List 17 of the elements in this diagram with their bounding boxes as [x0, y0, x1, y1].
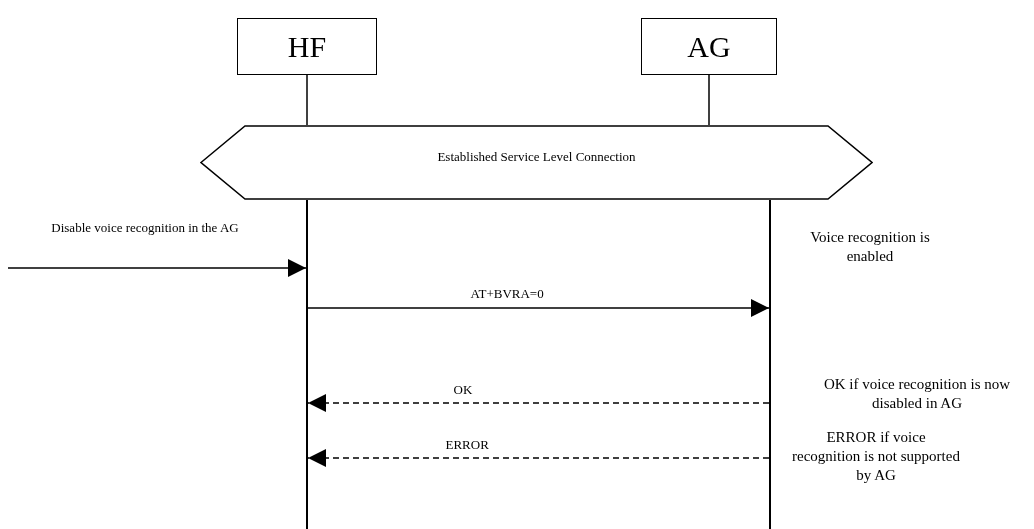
- lifeline: [769, 200, 771, 529]
- arrow: [307, 299, 770, 317]
- participant-name: AG: [687, 29, 731, 64]
- participant-name: HF: [287, 29, 327, 64]
- lifeline: [306, 200, 308, 529]
- arrow: [307, 394, 770, 412]
- hexagon-band: [200, 125, 873, 200]
- note-text: ERROR if voice recognition is not supported by AG: [791, 428, 961, 485]
- connector-line: [306, 74, 308, 126]
- note-text: Voice recognition is enabled: [809, 228, 931, 266]
- connector-line: [708, 74, 710, 126]
- arrow: [7, 259, 307, 277]
- participant-box: [641, 18, 777, 75]
- arrow: [307, 449, 770, 467]
- note-text: OK if voice recognition is now disabled in AG: [822, 375, 1012, 413]
- participant-box: [237, 18, 377, 75]
- band-label: Established Service Level Connection: [437, 148, 636, 165]
